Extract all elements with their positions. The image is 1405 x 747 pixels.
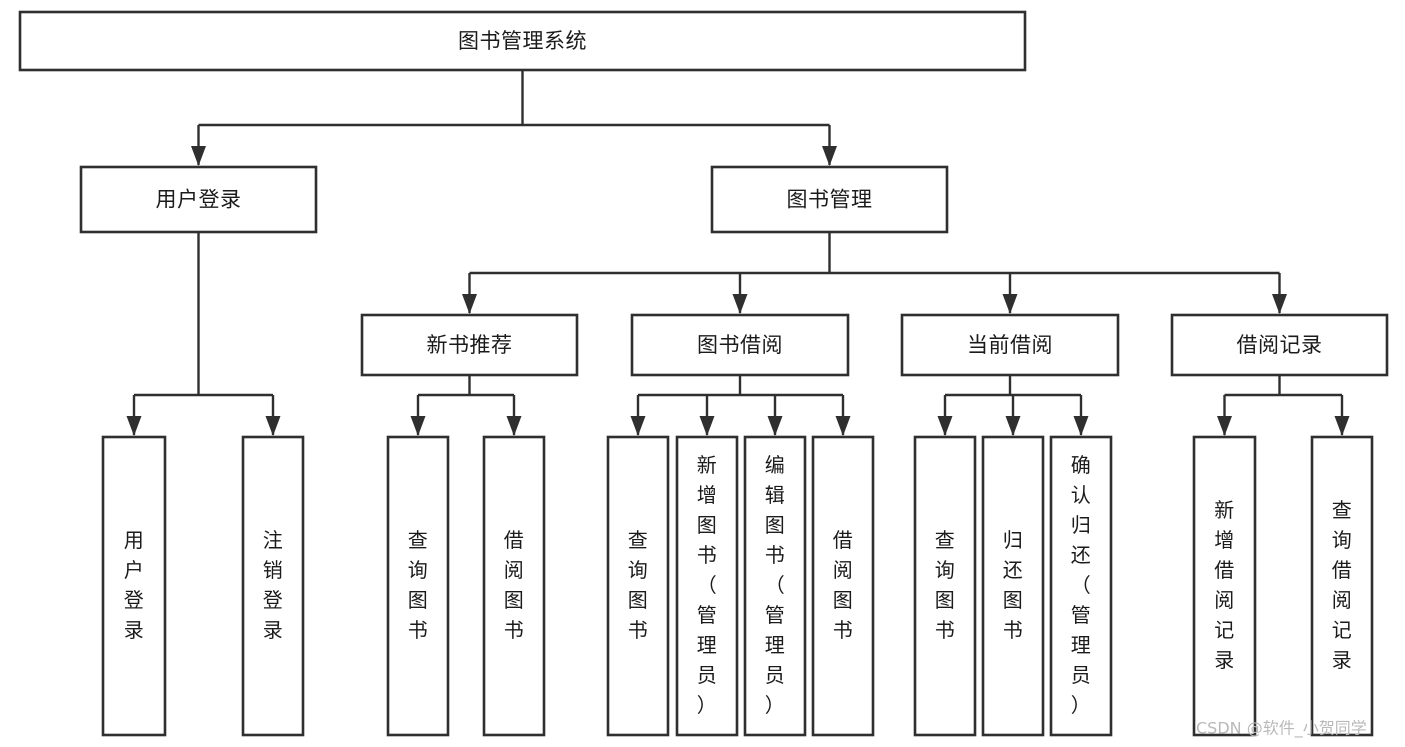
node-label-borrow-borrow-book: 借阅图书 — [833, 528, 854, 642]
arrow-head-icon — [410, 416, 426, 436]
arrow-head-icon — [767, 416, 783, 436]
arrow-head-icon — [1073, 416, 1089, 436]
node-label-new-book-recommend: 新书推荐 — [427, 333, 513, 357]
arrow-head-icon — [126, 416, 142, 436]
node-borrow-add-book[interactable]: 新增图书（管理员） — [675, 435, 739, 737]
node-label-current-borrow: 当前借阅 — [967, 333, 1053, 357]
node-box-records-query[interactable] — [1310, 435, 1374, 737]
node-box-borrow-records[interactable] — [1170, 313, 1389, 377]
node-box-borrow-query-book[interactable] — [606, 435, 670, 737]
watermark-label: CSDN @软件_小贺同学 — [1196, 719, 1367, 739]
node-user-logout[interactable]: 注销登录 — [241, 435, 305, 737]
node-label-borrow-records: 借阅记录 — [1237, 333, 1323, 357]
arrow-head-icon — [937, 416, 953, 436]
node-label-current-query-book: 查询图书 — [935, 528, 956, 642]
arrow-head-icon — [462, 294, 477, 314]
node-box-records-add[interactable] — [1192, 435, 1257, 737]
node-label-current-confirm-return: 确认归还（管理员） — [1071, 453, 1092, 717]
node-label-borrow-query-book: 查询图书 — [628, 528, 649, 642]
arrow-head-icon — [699, 416, 715, 436]
node-recommend-borrow-book[interactable]: 借阅图书 — [482, 435, 546, 737]
arrow-head-icon — [835, 416, 851, 436]
node-borrow-borrow-book[interactable]: 借阅图书 — [811, 435, 875, 737]
node-current-return-book[interactable]: 归还图书 — [981, 435, 1045, 737]
arrow-head-icon — [506, 416, 522, 436]
node-book-management[interactable]: 图书管理 — [710, 165, 949, 234]
node-label-recommend-query-book: 查询图书 — [408, 528, 429, 642]
node-box-user-login-do[interactable] — [101, 435, 167, 737]
node-recommend-query-book[interactable]: 查询图书 — [386, 435, 450, 737]
node-label-recommend-borrow-book: 借阅图书 — [504, 528, 525, 642]
node-current-query-book[interactable]: 查询图书 — [913, 435, 977, 737]
node-box-current-borrow[interactable] — [900, 313, 1120, 377]
node-label-root: 图书管理系统 — [458, 29, 587, 53]
node-box-book-management[interactable] — [710, 165, 949, 234]
node-root[interactable]: 图书管理系统 — [18, 10, 1027, 72]
arrow-head-icon — [630, 416, 646, 436]
node-label-borrow-edit-book: 编辑图书（管理员） — [765, 453, 786, 717]
node-user-login[interactable]: 用户登录 — [79, 165, 318, 234]
node-label-user-login-do: 用户登录 — [124, 528, 145, 642]
arrow-head-icon — [1217, 416, 1232, 436]
node-borrow-edit-book[interactable]: 编辑图书（管理员） — [743, 435, 807, 737]
node-label-current-return-book: 归还图书 — [1003, 528, 1024, 642]
connector-layer — [126, 70, 1350, 436]
node-box-current-query-book[interactable] — [913, 435, 977, 737]
node-label-book-management: 图书管理 — [787, 188, 873, 212]
node-box-recommend-borrow-book[interactable] — [482, 435, 546, 737]
arrow-head-icon — [822, 146, 837, 166]
arrow-head-icon — [265, 416, 281, 436]
arrow-head-icon — [1002, 294, 1018, 314]
node-box-user-login[interactable] — [79, 165, 318, 234]
node-current-confirm-return[interactable]: 确认归还（管理员） — [1049, 435, 1113, 737]
node-user-login-do[interactable]: 用户登录 — [101, 435, 167, 737]
arrow-head-icon — [1272, 294, 1287, 314]
node-borrow-records[interactable]: 借阅记录 — [1170, 313, 1389, 377]
node-current-borrow[interactable]: 当前借阅 — [900, 313, 1120, 377]
arrow-head-icon — [1334, 416, 1350, 436]
node-box-recommend-query-book[interactable] — [386, 435, 450, 737]
node-box-borrow-borrow-book[interactable] — [811, 435, 875, 737]
node-book-borrow[interactable]: 图书借阅 — [630, 313, 850, 377]
arrow-head-icon — [732, 294, 748, 314]
arrow-head-icon — [191, 146, 206, 166]
node-box-current-confirm-return[interactable] — [1049, 435, 1113, 737]
node-box-current-return-book[interactable] — [981, 435, 1045, 737]
arrow-head-icon — [1005, 416, 1021, 436]
node-box-user-logout[interactable] — [241, 435, 305, 737]
node-records-add[interactable]: 新增借阅记录 — [1192, 435, 1257, 737]
node-label-user-logout: 注销登录 — [263, 528, 284, 642]
node-box-new-book-recommend[interactable] — [360, 313, 579, 377]
node-label-borrow-add-book: 新增图书（管理员） — [697, 453, 718, 717]
node-records-query[interactable]: 查询借阅记录 — [1310, 435, 1374, 737]
node-label-records-add: 新增借阅记录 — [1214, 498, 1235, 672]
node-label-records-query: 查询借阅记录 — [1332, 498, 1353, 672]
node-box-borrow-edit-book[interactable] — [743, 435, 807, 737]
node-new-book-recommend[interactable]: 新书推荐 — [360, 313, 579, 377]
node-layer: 图书管理系统用户登录用户登录注销登录图书管理新书推荐查询图书借阅图书图书借阅查询… — [18, 10, 1389, 737]
node-label-user-login: 用户登录 — [156, 188, 242, 212]
node-label-book-borrow: 图书借阅 — [697, 333, 783, 357]
node-box-borrow-add-book[interactable] — [675, 435, 739, 737]
node-borrow-query-book[interactable]: 查询图书 — [606, 435, 670, 737]
node-box-book-borrow[interactable] — [630, 313, 850, 377]
node-box-root[interactable] — [18, 10, 1027, 72]
